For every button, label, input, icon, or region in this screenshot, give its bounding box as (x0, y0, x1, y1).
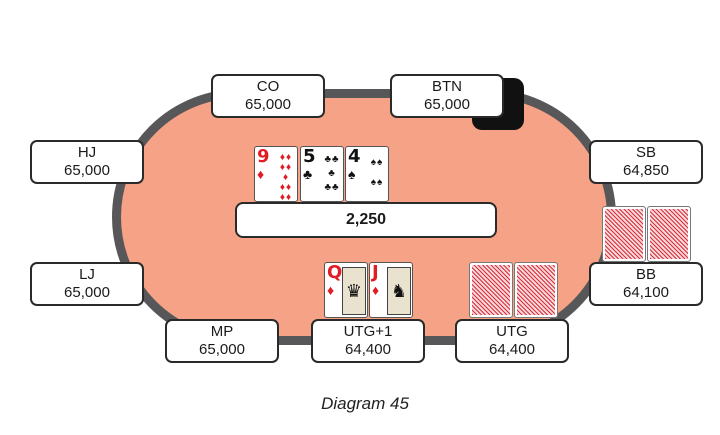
card-back-icon (647, 206, 691, 262)
club-icon: ♣ (303, 166, 313, 182)
seat-position: LJ (79, 266, 95, 283)
seat-position: UTG (496, 323, 528, 340)
hero-card-1: Q ♦ ♛ (324, 262, 368, 318)
queen-face-icon: ♛ (342, 267, 366, 315)
card-back-icon (602, 206, 646, 262)
card-back-icon (469, 262, 513, 318)
seat-utg1[interactable]: UTG+1 64,400 (311, 319, 425, 363)
seat-stack: 64,100 (623, 284, 669, 301)
spade-icon: ♠♠♠♠ (370, 157, 384, 188)
pot-amount: 2,250 (235, 202, 497, 238)
seat-position: BB (635, 266, 656, 283)
seat-stack: 65,000 (424, 96, 470, 113)
diagram-caption: Diagram 45 (321, 394, 409, 413)
diamond-icon: ♦ (327, 282, 335, 298)
seat-stack: 64,400 (345, 341, 391, 358)
seat-stack: 64,400 (489, 341, 535, 358)
seat-stack: 65,000 (245, 96, 291, 113)
card-rank: 5 (303, 146, 316, 167)
seat-stack: 64,850 (623, 162, 669, 179)
club-icon: ♣♣♣♣♣ (324, 154, 340, 193)
card-back-icon (514, 262, 558, 318)
diamond-icon: ♦ (372, 282, 380, 298)
seat-bb[interactable]: BB 64,100 (589, 262, 703, 306)
seat-utg[interactable]: UTG 64,400 (455, 319, 569, 363)
seat-position: HJ (77, 144, 97, 161)
seat-lj[interactable]: LJ 65,000 (30, 262, 144, 306)
card-rank: 4 (348, 146, 361, 167)
seat-position: BTN (432, 78, 462, 95)
spade-icon: ♠ (348, 166, 356, 182)
card-rank: 9 (257, 146, 270, 167)
seat-co[interactable]: CO 65,000 (211, 74, 325, 118)
hero-card-2: J ♦ ♞ (369, 262, 413, 318)
card-rank: J (372, 262, 379, 283)
diamond-icon: ♦♦♦♦♦♦♦♦♦ (279, 152, 293, 202)
diamond-icon: ♦ (257, 166, 265, 182)
board-card-3: 4 ♠ ♠♠♠♠ (345, 146, 389, 202)
seat-mp[interactable]: MP 65,000 (165, 319, 279, 363)
seat-sb[interactable]: SB 64,850 (589, 140, 703, 184)
seat-stack: 65,000 (64, 162, 110, 179)
seat-position: MP (210, 323, 234, 340)
board-card-1: 9 ♦ ♦♦♦♦♦♦♦♦♦ (254, 146, 298, 202)
seat-btn[interactable]: BTN 65,000 (390, 74, 504, 118)
card-rank: Q (327, 262, 343, 283)
seat-position: CO (256, 78, 280, 95)
jack-face-icon: ♞ (387, 267, 411, 315)
seat-stack: 65,000 (64, 284, 110, 301)
seat-stack: 65,000 (199, 341, 245, 358)
seat-position: UTG+1 (343, 323, 393, 340)
seat-hj[interactable]: HJ 65,000 (30, 140, 144, 184)
seat-position: SB (635, 144, 656, 161)
board-card-2: 5 ♣ ♣♣♣♣♣ (300, 146, 344, 202)
